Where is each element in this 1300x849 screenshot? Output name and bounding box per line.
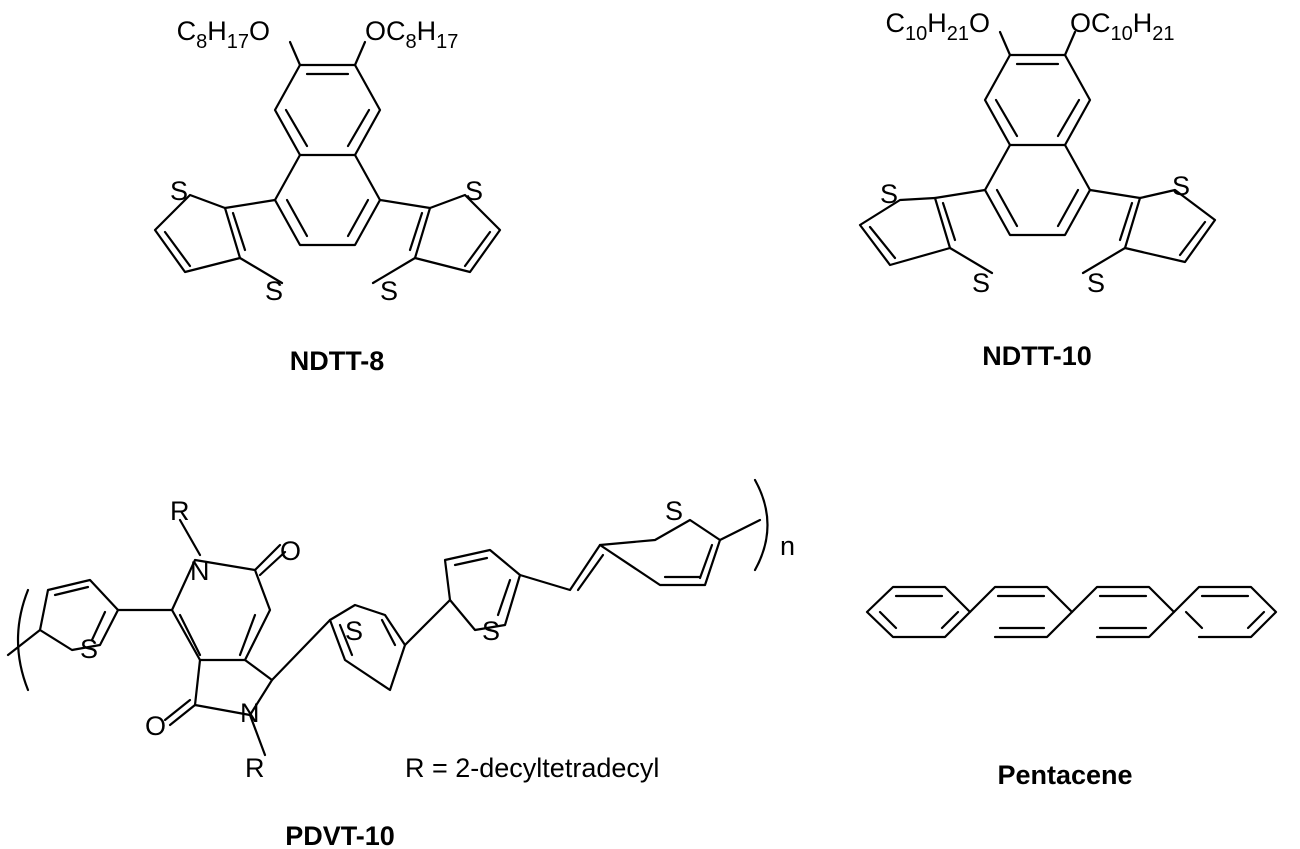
ndtt10-substituent-left: C10H21O	[885, 8, 990, 45]
pentacene-structure: Pentacene	[865, 585, 1278, 790]
ndtt8-sulfur-right-inner: S	[380, 276, 398, 306]
pentacene-label: Pentacene	[997, 760, 1132, 790]
pdvt10-sulfur-left: S	[80, 634, 98, 664]
pdvt10-oxygen-top: O	[280, 536, 301, 566]
pdvt10-label: PDVT-10	[285, 821, 395, 849]
pdvt10-r-group-top: R	[170, 496, 190, 526]
ndtt10-structure: C10H21O OC10H21 S S S S NDTT-10	[858, 8, 1217, 371]
ndtt8-bonds	[153, 40, 502, 285]
pdvt10-oxygen-bottom: O	[145, 711, 166, 741]
ndtt10-bonds	[858, 30, 1217, 275]
ndtt10-sulfur-right-inner: S	[1087, 268, 1105, 298]
pdvt10-repeat-index: n	[780, 531, 795, 561]
ndtt10-substituent-right: OC10H21	[1070, 8, 1175, 45]
ndtt8-substituent-right: OC8H17	[365, 16, 458, 53]
ndtt10-sulfur-left-outer: S	[880, 179, 898, 209]
pdvt10-r-definition: R = 2-decyltetradecyl	[405, 753, 659, 783]
pdvt10-sulfur-middle-2: S	[482, 616, 500, 646]
ndtt8-sulfur-left-outer: S	[170, 176, 188, 206]
pdvt10-r-group-bottom: R	[245, 753, 265, 783]
ndtt8-label: NDTT-8	[290, 346, 385, 376]
ndtt10-sulfur-right-outer: S	[1172, 171, 1190, 201]
ndtt8-substituent-left: C8H17O	[177, 16, 270, 53]
ndtt8-sulfur-right-outer: S	[465, 176, 483, 206]
pdvt10-bonds	[6, 478, 769, 757]
ndtt10-label: NDTT-10	[982, 341, 1092, 371]
ndtt8-sulfur-left-inner: S	[265, 276, 283, 306]
pentacene-bonds	[865, 585, 1278, 639]
pdvt10-nitrogen-bottom: N	[240, 698, 260, 728]
pdvt10-structure: R N O S S S S n O N R R = 2-decyltetrade…	[6, 478, 795, 849]
pdvt10-sulfur-right: S	[665, 496, 683, 526]
pdvt10-nitrogen-top: N	[190, 556, 210, 586]
ndtt8-structure: C8H17O OC8H17 S S S S NDTT-8	[153, 16, 502, 376]
ndtt10-sulfur-left-inner: S	[972, 268, 990, 298]
pdvt10-sulfur-middle-1: S	[345, 616, 363, 646]
